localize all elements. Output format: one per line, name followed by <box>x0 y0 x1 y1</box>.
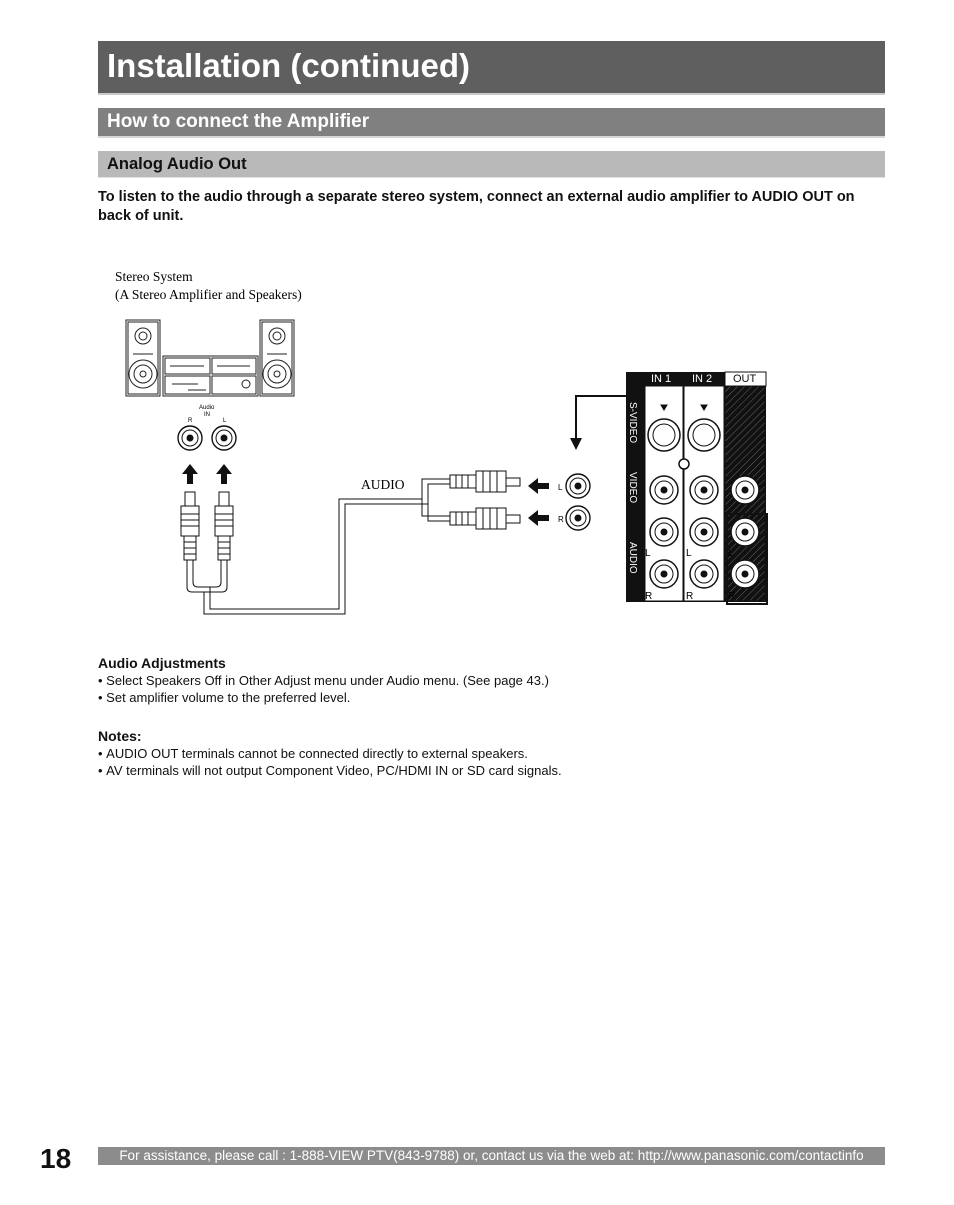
panel-video-label: VIDEO <box>627 472 638 503</box>
audio-adjustments-heading: Audio Adjustments <box>98 655 226 671</box>
panel-r-label-2: R <box>686 591 693 602</box>
stereo-system-illustration <box>125 319 295 397</box>
audio-cable <box>186 478 450 615</box>
subsection-bar: Analog Audio Out <box>98 151 885 178</box>
jack-l-label: L <box>558 483 563 492</box>
rca-plug-pair-left <box>180 491 234 561</box>
notes-heading: Notes: <box>98 728 142 744</box>
stereo-audio-in-jacks <box>177 425 237 451</box>
panel-l-label-2: L <box>686 548 692 559</box>
audio-adjustments-list: Select Speakers Off in Other Adjust menu… <box>98 672 798 706</box>
page-title: Installation (continued) <box>107 47 470 84</box>
audio-in-label-2: IN <box>204 412 210 418</box>
panel-l-label-3: L <box>728 548 734 559</box>
up-arrow-icon <box>182 464 232 484</box>
audio-out-jacks <box>565 473 591 531</box>
footer-assistance: For assistance, please call : 1-888-VIEW… <box>98 1147 885 1165</box>
notes-list: AUDIO OUT terminals cannot be connected … <box>98 745 798 779</box>
audio-in-l-label: L <box>223 418 227 424</box>
panel-r-label-3: R <box>728 591 735 602</box>
list-item: Select Speakers Off in Other Adjust menu… <box>98 672 798 689</box>
stereo-label-1: Stereo System <box>115 269 193 284</box>
list-item: AV terminals will not output Component V… <box>98 762 798 779</box>
panel-in2-label: IN 2 <box>692 373 712 385</box>
jack-r-label: R <box>558 515 564 524</box>
panel-l-label-1: L <box>645 548 651 559</box>
intro-text: To listen to the audio through a separat… <box>98 189 855 224</box>
panel-svideo-label: S-VIDEO <box>627 402 638 443</box>
subsection-title: Analog Audio Out <box>107 155 247 173</box>
panel-connectors <box>647 404 760 589</box>
title-bar: Installation (continued) <box>98 41 885 95</box>
panel-r-label-1: R <box>645 591 652 602</box>
section-bar: How to connect the Amplifier <box>98 108 885 138</box>
connection-diagram: Stereo System (A Stereo Amplifier and Sp… <box>115 269 768 615</box>
panel-audio-label: AUDIO <box>627 542 638 574</box>
left-arrow-icon <box>528 478 549 526</box>
panel-out-label: OUT <box>733 373 757 385</box>
section-title: How to connect the Amplifier <box>107 111 370 132</box>
panel-in1-label: IN 1 <box>651 373 671 385</box>
audio-in-r-label: R <box>188 418 193 424</box>
audio-adjustments-section: Audio Adjustments Select Speakers Off in… <box>98 655 798 706</box>
list-item: AUDIO OUT terminals cannot be connected … <box>98 745 798 762</box>
stereo-label-2: (A Stereo Amplifier and Speakers) <box>115 287 302 302</box>
audio-in-label-1: Audio <box>199 405 215 411</box>
list-item: Set amplifier volume to the preferred le… <box>98 689 798 706</box>
notes-section: Notes: AUDIO OUT terminals cannot be con… <box>98 728 798 779</box>
audio-cable-label: AUDIO <box>361 477 405 492</box>
rca-plug-pair-right <box>449 470 521 530</box>
page-number: 18 <box>40 1143 72 1174</box>
